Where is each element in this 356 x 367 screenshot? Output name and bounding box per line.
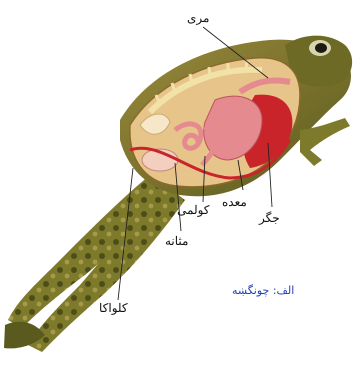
label-liver: جگر bbox=[259, 212, 280, 224]
hind-legs bbox=[4, 175, 185, 352]
label-cloaca: کلواکا bbox=[99, 302, 128, 314]
label-stomach: معده bbox=[222, 196, 247, 208]
figure-caption: الف: چونگښه bbox=[232, 285, 294, 296]
label-esophagus: مری bbox=[187, 12, 209, 24]
label-bladder: مثانه bbox=[165, 235, 188, 247]
label-intestine: کولمی bbox=[177, 204, 210, 216]
